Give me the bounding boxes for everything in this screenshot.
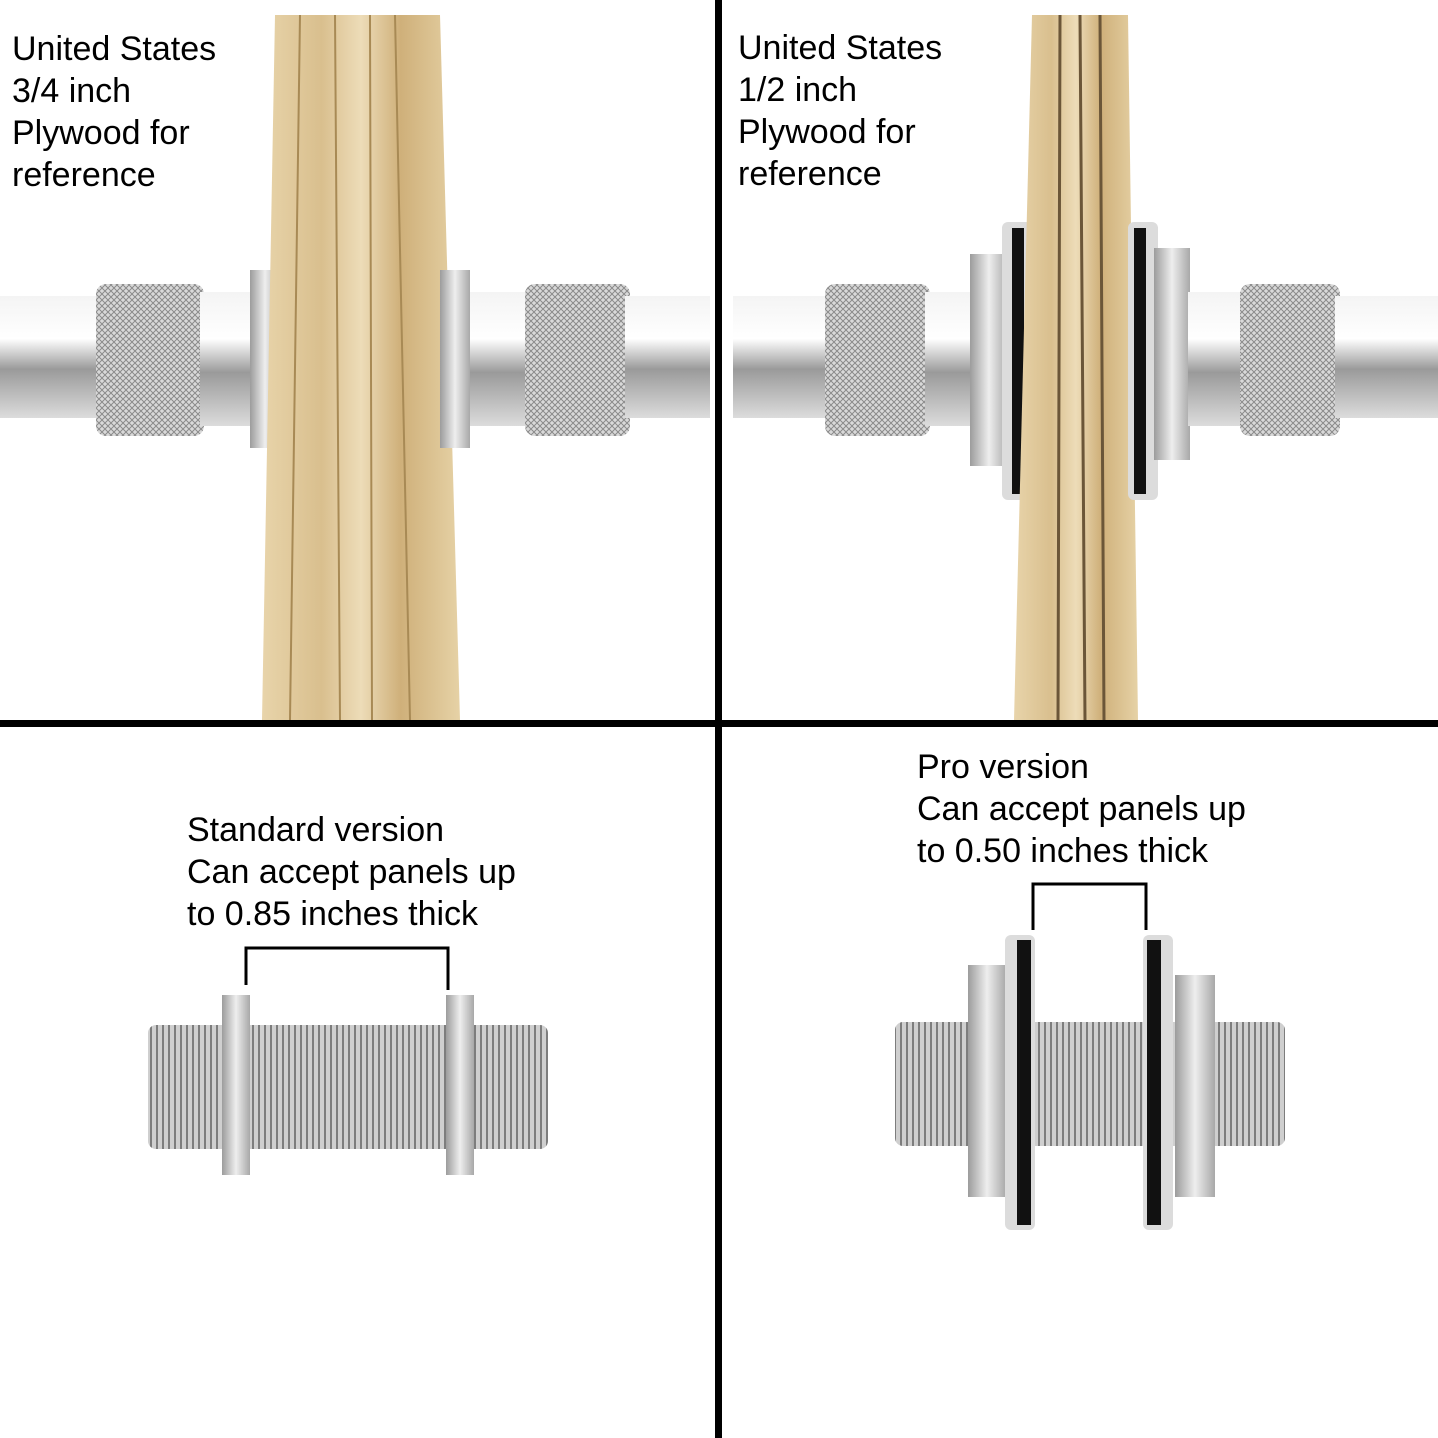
caption-line: 1/2 inch [738, 71, 858, 109]
pro-version-photo [895, 882, 1285, 1230]
pro-version-caption: Pro version Can accept panels up to 0.50… [917, 746, 1246, 872]
vertical-divider [715, 0, 722, 1438]
caption-line: Pro version [917, 748, 1089, 786]
caption-line: reference [738, 155, 882, 193]
caption-line: Plywood for [738, 113, 916, 151]
caption-line: Standard version [187, 811, 445, 849]
panel-3-4-plywood-photo [0, 14, 710, 721]
caption-line: reference [12, 156, 156, 194]
standard-version-photo [148, 946, 548, 1175]
caption-line: 3/4 inch [12, 72, 132, 110]
standard-version-caption: Standard version Can accept panels up to… [187, 809, 516, 935]
caption-line: to 0.85 inches thick [187, 895, 479, 933]
caption-line: Can accept panels up [187, 853, 516, 891]
caption-line: Plywood for [12, 114, 190, 152]
panel-1-2-plywood-photo [733, 14, 1438, 721]
caption-line: Can accept panels up [917, 790, 1246, 828]
caption-line: to 0.50 inches thick [917, 832, 1209, 870]
caption-line: United States [12, 30, 217, 68]
caption-line: United States [738, 29, 943, 67]
horizontal-divider [0, 720, 1438, 727]
panel-3-4-plywood-caption: United States 3/4 inch Plywood for refer… [12, 28, 216, 196]
panel-1-2-plywood-caption: United States 1/2 inch Plywood for refer… [738, 27, 942, 195]
